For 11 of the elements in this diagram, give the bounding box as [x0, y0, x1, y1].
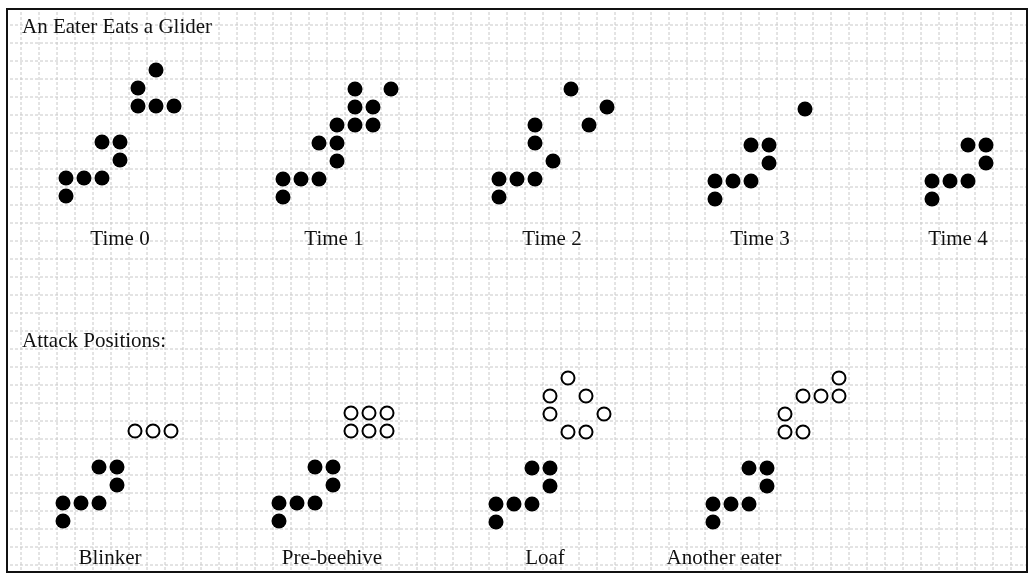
- pattern-caption: Time 2: [522, 228, 582, 249]
- diagram-title: An Eater Eats a Glider: [22, 16, 213, 37]
- pattern-caption: Time 1: [304, 228, 364, 249]
- pattern-caption: Time 4: [928, 228, 988, 249]
- pattern-caption: Time 0: [90, 228, 150, 249]
- pattern-caption: Loaf: [525, 547, 565, 568]
- pattern-caption: Blinker: [78, 547, 142, 568]
- pattern-caption: Another eater: [666, 547, 782, 568]
- pattern-caption: Pre-beehive: [281, 547, 383, 568]
- pattern-caption: Time 3: [730, 228, 790, 249]
- section-heading: Attack Positions:: [22, 330, 167, 351]
